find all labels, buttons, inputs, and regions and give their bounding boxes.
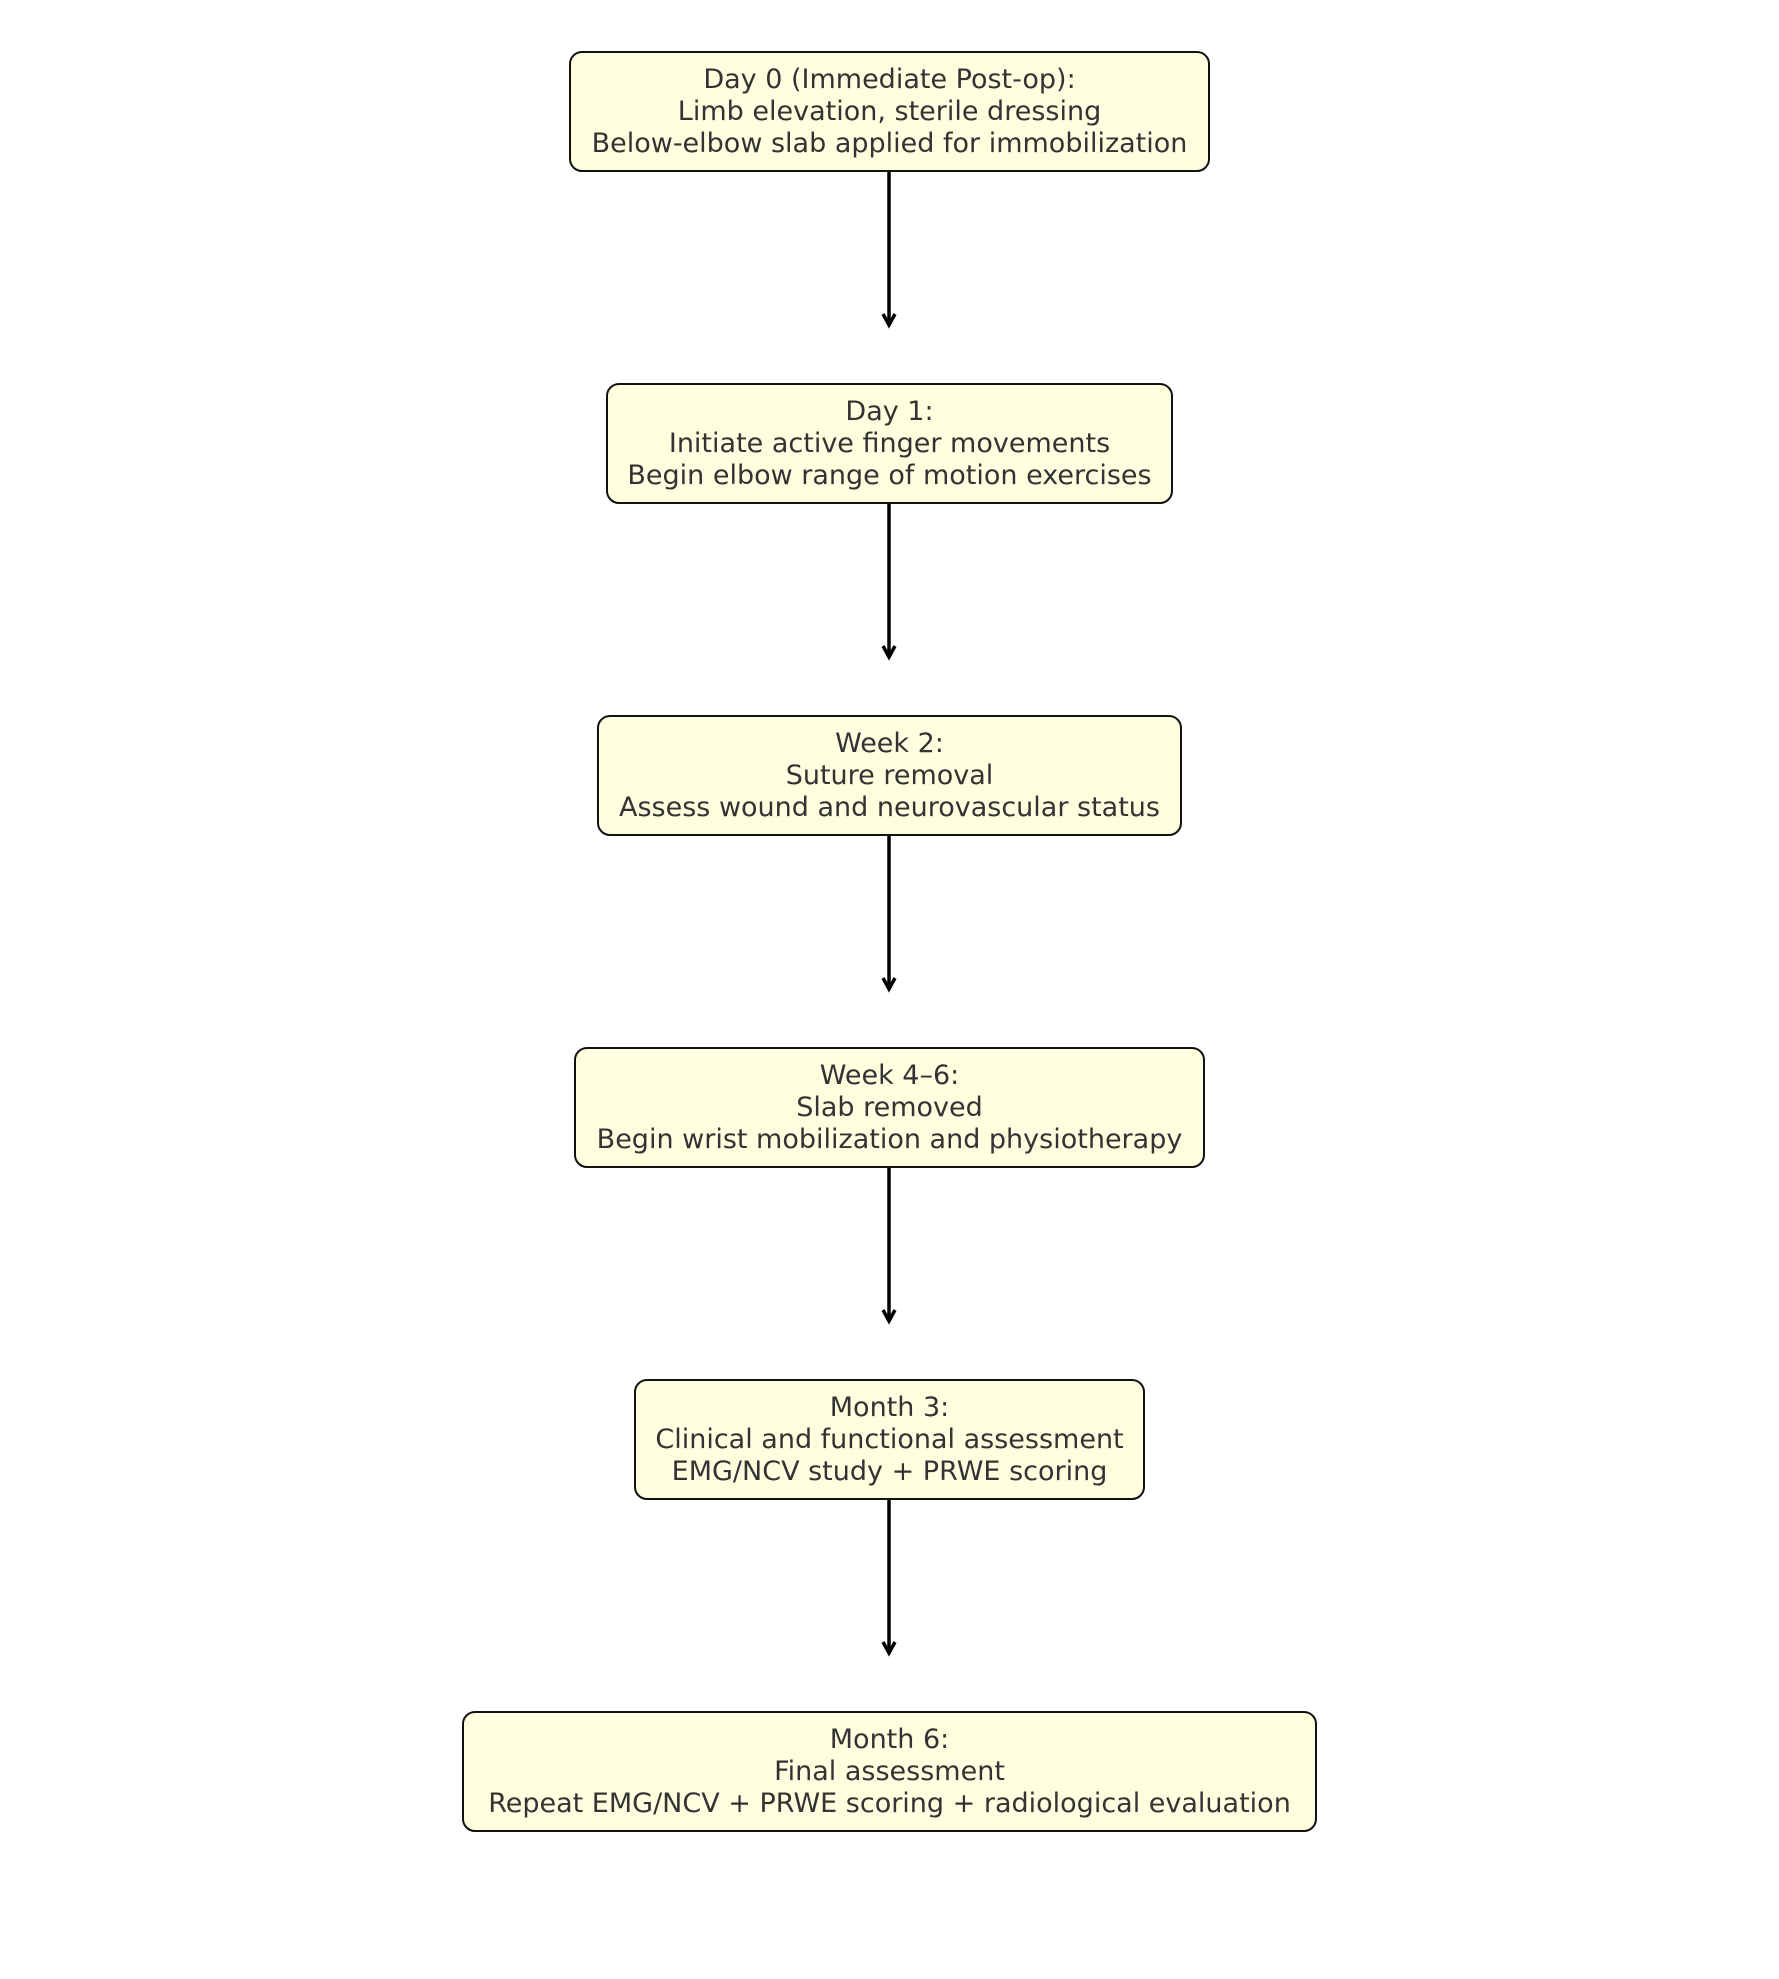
step-detail-2: Begin elbow range of motion exercises: [627, 459, 1152, 491]
arrow-3: [881, 1168, 897, 1325]
arrow-2: [881, 836, 897, 993]
step-heading: Month 3:: [829, 1391, 950, 1423]
step-box-month-6: Month 6: Final assessment Repeat EMG/NCV…: [462, 1711, 1317, 1832]
step-detail-2: Assess wound and neurovascular status: [619, 791, 1160, 823]
step-detail-1: Limb elevation, sterile dressing: [677, 95, 1102, 127]
arrow-0: [881, 172, 897, 329]
step-detail-1: Slab removed: [796, 1091, 983, 1123]
step-heading: Day 1:: [845, 395, 934, 427]
step-detail-1: Initiate active finger movements: [668, 427, 1111, 459]
step-detail-1: Clinical and functional assessment: [655, 1423, 1124, 1455]
step-heading: Week 2:: [835, 727, 944, 759]
step-detail-2: EMG/NCV study + PRWE scoring: [671, 1455, 1108, 1487]
step-box-day-0: Day 0 (Immediate Post-op): Limb elevatio…: [569, 51, 1210, 172]
step-box-week-2: Week 2: Suture removal Assess wound and …: [597, 715, 1182, 836]
step-detail-2: Below-elbow slab applied for immobilizat…: [591, 127, 1188, 159]
step-box-month-3: Month 3: Clinical and functional assessm…: [634, 1379, 1145, 1500]
step-detail-2: Repeat EMG/NCV + PRWE scoring + radiolog…: [488, 1787, 1291, 1819]
step-detail-1: Suture removal: [785, 759, 994, 791]
step-detail-1: Final assessment: [774, 1755, 1005, 1787]
step-detail-2: Begin wrist mobilization and physiothera…: [596, 1123, 1183, 1155]
arrow-1: [881, 504, 897, 661]
step-box-day-1: Day 1: Initiate active finger movements …: [606, 383, 1173, 504]
step-box-week-4-6: Week 4–6: Slab removed Begin wrist mobil…: [574, 1047, 1205, 1168]
step-heading: Day 0 (Immediate Post-op):: [703, 63, 1076, 95]
arrow-4: [881, 1500, 897, 1657]
step-heading: Week 4–6:: [819, 1059, 960, 1091]
step-heading: Month 6:: [829, 1723, 950, 1755]
